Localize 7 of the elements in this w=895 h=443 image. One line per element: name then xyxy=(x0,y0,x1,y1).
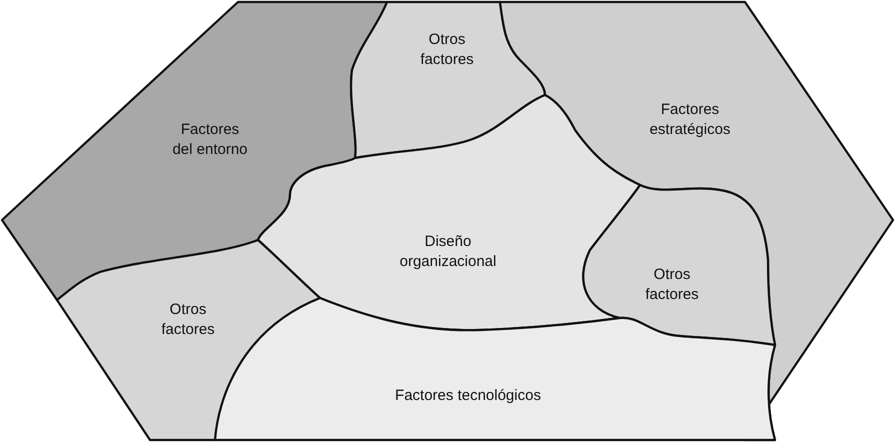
region-label: Otros factores xyxy=(160,300,216,340)
region-label: Factores del entorno xyxy=(171,120,249,160)
region-label: Diseño organizacional xyxy=(398,232,498,272)
region-label: Factores estratégicos xyxy=(648,100,732,140)
region-label: Otros factores xyxy=(419,30,475,70)
region-label: Otros factores xyxy=(644,265,700,305)
region-label: Factores tecnológicos xyxy=(394,386,542,406)
